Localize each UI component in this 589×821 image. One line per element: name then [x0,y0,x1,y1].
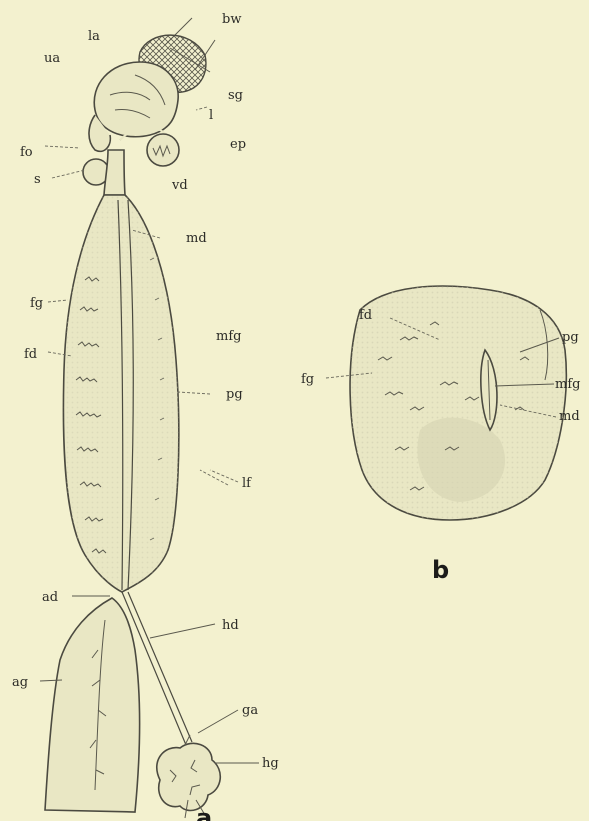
panel-label-a: a [196,804,212,821]
label-fo: fo [20,145,33,160]
albumen-gland [45,598,140,812]
label-bw: bw [222,12,241,27]
label-ad: ad [42,590,58,605]
b-label-mfg: mfg [555,377,580,392]
label-vd: vd [171,178,188,193]
label-fd: fd [24,347,37,362]
label-s: s [34,172,41,187]
label-l: l [209,108,213,123]
panel-label-b: b [432,556,449,584]
b-label-fd: fd [359,308,372,323]
label-hd: hd [222,618,239,633]
b-label-md: md [559,409,580,424]
label-hg: hg [262,756,279,771]
b-label-fg: fg [301,372,314,387]
upper-atrium [94,62,178,137]
hermaphrodite-gland [157,743,221,810]
label-ep: ep [230,137,246,152]
label-ag: ag [12,675,28,690]
label-ua: ua [44,51,60,66]
gland-neck [104,150,125,195]
label-md: md [186,231,207,246]
label-sg: sg [228,88,243,103]
b-label-pg: pg [562,330,579,345]
label-mfg: mfg [216,329,241,344]
label-la: la [88,29,100,44]
label-fg: fg [30,296,43,311]
label-pg: pg [226,387,243,402]
ep-body [147,134,179,166]
label-lf: lf [242,476,252,491]
panel-a-drawing [45,18,220,818]
label-ga: ga [242,703,258,718]
panel-b-drawing [350,286,566,520]
